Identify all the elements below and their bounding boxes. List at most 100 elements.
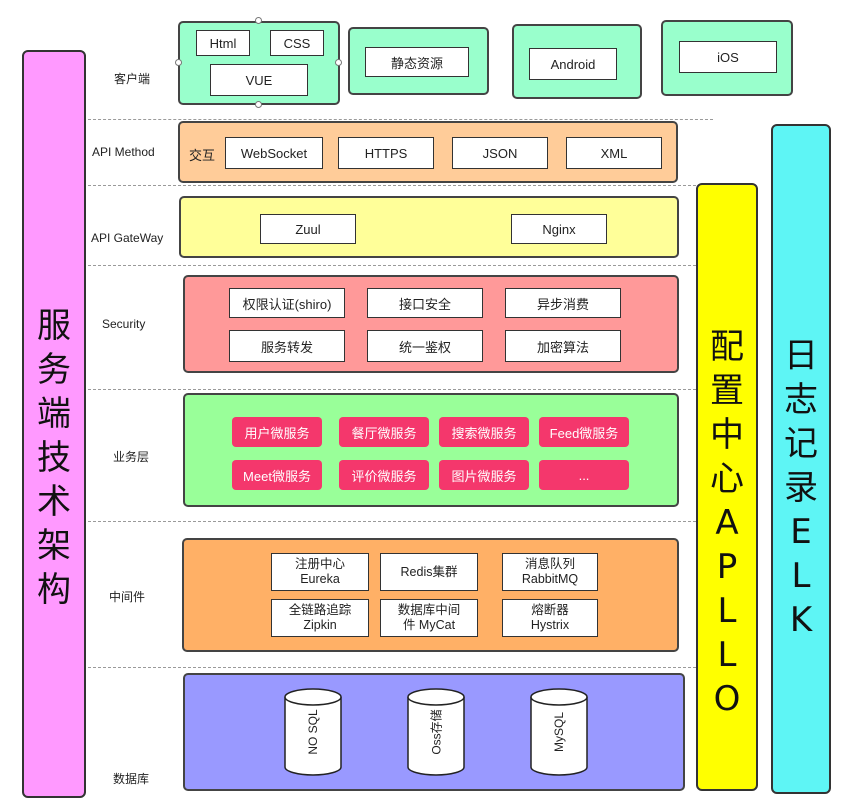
- image-service-box: 图片微服务: [439, 460, 529, 490]
- vertical-title-char: 术: [37, 482, 71, 522]
- xml-box: XML: [566, 137, 662, 169]
- ios-panel: iOS: [661, 20, 793, 96]
- css-box: CSS: [270, 30, 324, 56]
- business-panel: 用户微服务 餐厅微服务 搜索微服务 Feed微服务 Meet微服务 评价微服务 …: [183, 393, 679, 507]
- redis-cluster-box: Redis集群: [380, 553, 478, 591]
- api-gateway-panel: Zuul Nginx: [179, 196, 679, 258]
- vertical-title-char: P: [716, 547, 738, 587]
- mysql-label: MySQL: [552, 711, 566, 753]
- vertical-title-char: 记: [784, 424, 818, 464]
- layer-separator: [88, 667, 696, 668]
- nginx-box: Nginx: [511, 214, 607, 244]
- layer-label-middleware: 中间件: [109, 590, 146, 604]
- rabbitmq-line1: 消息队列: [524, 557, 575, 571]
- encryption-box: 加密算法: [505, 330, 621, 362]
- mysql-cylinder: MySQL: [530, 688, 588, 776]
- vertical-title-char: 端: [37, 394, 71, 434]
- interaction-label: 交互: [189, 148, 216, 163]
- https-box: HTTPS: [338, 137, 434, 169]
- search-service-box: 搜索微服务: [439, 417, 529, 447]
- database-panel: NO SQL Oss存储 MySQL: [183, 673, 685, 791]
- architecture-title: 服务端技术架构: [24, 304, 84, 612]
- vertical-title-char: 置: [710, 371, 744, 411]
- vertical-title-char: L: [717, 591, 737, 631]
- vertical-title-char: 录: [784, 468, 818, 508]
- mycat-box: 数据库中间 件 MyCat: [380, 599, 478, 637]
- layer-label-business: 业务层: [113, 450, 150, 464]
- selection-handle[interactable]: [255, 101, 262, 108]
- restaurant-service-box: 餐厅微服务: [339, 417, 429, 447]
- more-services-box: ...: [539, 460, 629, 490]
- oss-storage-label: Oss存储: [429, 709, 444, 755]
- layer-label-security: Security: [102, 317, 146, 331]
- vertical-title-char: L: [717, 635, 737, 675]
- middleware-panel: 注册中心 Eureka Redis集群 消息队列 RabbitMQ 全链路追踪 …: [182, 538, 679, 652]
- vertical-title-char: 志: [784, 380, 818, 420]
- eureka-box: 注册中心 Eureka: [271, 553, 369, 591]
- zipkin-box: 全链路追踪 Zipkin: [271, 599, 369, 637]
- auth-shiro-box: 权限认证(shiro): [229, 288, 345, 318]
- vertical-title-char: 日: [784, 336, 818, 376]
- vertical-title-char: O: [713, 679, 741, 719]
- layer-separator: [88, 265, 696, 266]
- vertical-title-char: L: [791, 556, 811, 596]
- architecture-title-column: 服务端技术架构: [22, 50, 86, 798]
- eureka-line1: 注册中心: [294, 557, 345, 571]
- api-security-box: 接口安全: [367, 288, 483, 318]
- static-resource-box: 静态资源: [365, 47, 469, 77]
- layer-label-client: 客户端: [114, 72, 151, 86]
- vertical-title-char: 配: [710, 327, 744, 367]
- nosql-cylinder: NO SQL: [284, 688, 342, 776]
- unified-auth-box: 统一鉴权: [367, 330, 483, 362]
- review-service-box: 评价微服务: [339, 460, 429, 490]
- user-service-box: 用户微服务: [232, 417, 322, 447]
- layer-separator: [88, 185, 696, 186]
- ios-box: iOS: [679, 41, 777, 73]
- layer-label-api-method: API Method: [92, 145, 155, 159]
- zipkin-line1: 全链路追踪: [288, 603, 352, 617]
- static-resource-panel: 静态资源: [348, 27, 489, 95]
- selection-handle[interactable]: [255, 17, 262, 24]
- rabbitmq-line2: RabbitMQ: [521, 572, 579, 586]
- layer-separator: [88, 119, 713, 120]
- security-panel: 权限认证(shiro) 接口安全 异步消费 服务转发 统一鉴权 加密算法: [183, 275, 679, 373]
- hystrix-line1: 熔断器: [531, 603, 569, 617]
- hystrix-box: 熔断器 Hystrix: [502, 599, 598, 637]
- hystrix-line2: Hystrix: [530, 618, 570, 632]
- redis-line1: Redis集群: [400, 564, 458, 579]
- vue-box: VUE: [210, 64, 308, 96]
- layer-label-database: 数据库: [113, 772, 150, 786]
- eureka-line2: Eureka: [300, 572, 340, 586]
- service-forward-box: 服务转发: [229, 330, 345, 362]
- vertical-title-char: 服: [37, 306, 71, 346]
- rabbitmq-box: 消息队列 RabbitMQ: [502, 553, 598, 591]
- vertical-title-char: 中: [710, 415, 744, 455]
- selection-handle[interactable]: [175, 59, 182, 66]
- layer-separator: [88, 521, 696, 522]
- api-method-panel: 交互 WebSocket HTTPS JSON XML: [178, 121, 678, 183]
- json-box: JSON: [452, 137, 548, 169]
- html-box: Html: [196, 30, 250, 56]
- vertical-title-char: 架: [37, 526, 71, 566]
- vertical-title-char: K: [789, 600, 813, 640]
- android-panel: Android: [512, 24, 642, 99]
- meet-service-box: Meet微服务: [232, 460, 322, 490]
- websocket-box: WebSocket: [225, 137, 323, 169]
- zipkin-line2: Zipkin: [303, 618, 337, 632]
- mycat-line2: 件 MyCat: [402, 618, 456, 632]
- zuul-box: Zuul: [260, 214, 356, 244]
- vertical-title-char: 构: [37, 570, 71, 610]
- vertical-title-char: 务: [37, 350, 71, 390]
- selection-handle[interactable]: [335, 59, 342, 66]
- mycat-line1: 数据库中间: [397, 603, 461, 617]
- client-web-panel: Html CSS VUE: [178, 21, 340, 105]
- vertical-title-char: E: [790, 512, 812, 552]
- vertical-title-char: 心: [710, 459, 744, 499]
- layer-separator: [88, 389, 696, 390]
- vertical-title-char: A: [715, 503, 739, 543]
- async-consume-box: 异步消费: [505, 288, 621, 318]
